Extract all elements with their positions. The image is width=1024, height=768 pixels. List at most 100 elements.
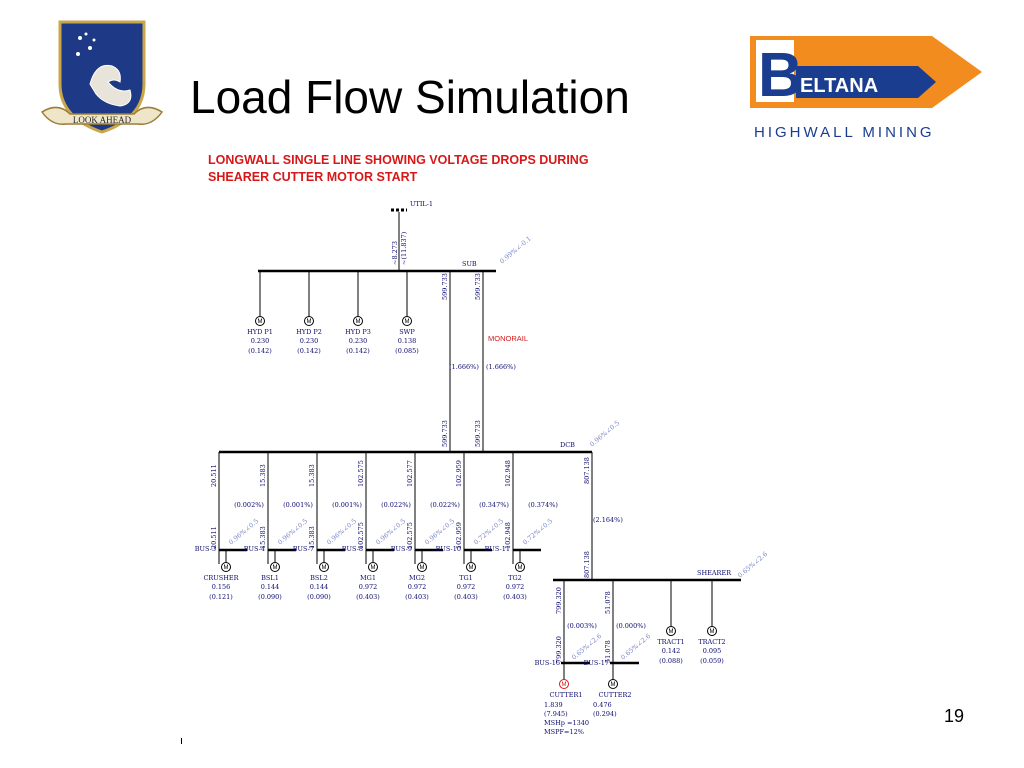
load-kvar-label: (0.142): [346, 347, 370, 355]
load-name-label: SWP: [399, 328, 415, 336]
branch-drop-label: (0.001%): [283, 501, 313, 509]
load-motor-icon: M: [255, 316, 265, 326]
branch-angle-label: 0.96%∠0.5: [276, 517, 309, 547]
branch-angle-label: 0.96%∠0.5: [325, 517, 358, 547]
load-name-label: HYD P2: [296, 328, 322, 336]
footer-mark: [181, 738, 182, 744]
motor-circle: [368, 562, 378, 572]
cutter-motor-icon: M: [559, 679, 569, 689]
branch-motor-kvar: (0.090): [258, 593, 282, 601]
motor-letter: M: [562, 682, 567, 688]
motor-circle: [466, 562, 476, 572]
traction-motor-kw: 0.142: [662, 647, 681, 655]
cutter-flow-label: 51.078: [604, 640, 612, 663]
load-name-label: HYD P3: [345, 328, 371, 336]
cutter-motor-name: CUTTER1: [549, 691, 582, 699]
cutter-motor-detail: 0.476: [593, 701, 612, 709]
load-kw-label: 0.138: [398, 337, 417, 345]
motor-letter: M: [611, 682, 616, 688]
page-number: 19: [943, 706, 964, 726]
load-kw-label: 0.230: [300, 337, 319, 345]
traction-motor-kw: 0.095: [703, 647, 722, 655]
traction-motor-name: TRACT1: [657, 638, 684, 646]
motor-letter: M: [371, 565, 376, 571]
branch-motor-kw: 0.972: [408, 583, 427, 591]
branch-flow-label: 15.383: [308, 464, 316, 487]
branch-flow-label: 15.383: [259, 526, 267, 549]
cutter-angle-label: 0.65%∠2.6: [619, 632, 652, 662]
branch-drop-label: (0.022%): [381, 501, 411, 509]
branch-flow-label: 102.948: [504, 460, 512, 487]
feeder-flow-label: 599.733: [474, 420, 482, 447]
branch-motor-kvar: (0.403): [454, 593, 478, 601]
util-flow-label: ~8.273: [391, 241, 399, 265]
branch-flow-label: 102.948: [504, 522, 512, 549]
motor-circle: [515, 562, 525, 572]
dcb-bus-name: DCB: [560, 441, 575, 449]
branch-motor-name: MG1: [360, 574, 376, 582]
cutter-flow-label: 799.320: [555, 636, 563, 663]
branch-motor-icon: M: [417, 562, 427, 572]
branch-bus-name: BUS-8: [342, 545, 363, 553]
brand-tagline: HIGHWALL MINING: [754, 124, 935, 141]
traction-motor-kvar: (0.088): [659, 657, 683, 665]
shearer-drop-label: (2.164%): [593, 516, 623, 524]
motor-circle: [304, 316, 314, 326]
branch-motor-name: MG2: [409, 574, 425, 582]
motor-circle: [270, 562, 280, 572]
load-motor-icon: M: [353, 316, 363, 326]
traction-motor-name: TRACT2: [698, 638, 725, 646]
cutter-motor-detail: 1.839: [544, 701, 563, 709]
cutter-bus-name: BUS-17: [584, 659, 609, 667]
cutter-motor-icon: M: [608, 679, 618, 689]
branch-drop-label: (0.022%): [430, 501, 460, 509]
motor-circle: [608, 679, 618, 689]
branch-motor-kw: 0.972: [457, 583, 476, 591]
load-motor-icon: M: [304, 316, 314, 326]
beltana-logo: B ELTANA: [750, 36, 982, 110]
branch-motor-name: BSL2: [310, 574, 328, 582]
cutter-drop-label: (0.000%): [616, 622, 646, 630]
branch-angle-label: 0.96%∠0.5: [227, 517, 260, 547]
motor-circle: [221, 562, 231, 572]
load-kvar-label: (0.142): [297, 347, 321, 355]
branch-angle-label: 0.96%∠0.5: [374, 517, 407, 547]
cutter-motor-name: CUTTER2: [598, 691, 631, 699]
motor-circle: [666, 626, 676, 636]
branch-flow-label: 102.575: [406, 522, 414, 549]
motor-letter: M: [224, 565, 229, 571]
branch-angle-label: 0.96%∠0.5: [423, 517, 456, 547]
dcb-bus-angle: 0.96%∠0.5: [588, 419, 621, 449]
motor-letter: M: [420, 565, 425, 571]
shearer-bus-name: SHEARER: [697, 569, 732, 577]
branch-bus-name: BUS-7: [293, 545, 314, 553]
motor-letter: M: [307, 319, 312, 325]
branch-motor-name: TG2: [508, 574, 522, 582]
branch-bus-name: BUS-4: [244, 545, 265, 553]
branch-motor-kw: 0.972: [506, 583, 525, 591]
branch-motor-icon: M: [368, 562, 378, 572]
load-kw-label: 0.230: [251, 337, 270, 345]
branch-motor-icon: M: [515, 562, 525, 572]
motor-circle: [402, 316, 412, 326]
motor-letter: M: [322, 565, 327, 571]
cutter-flow-label: 799.320: [555, 587, 563, 614]
cutter-motor-detail: MSPF=12%: [544, 728, 584, 736]
sub-bus-angle: 0.99%∠-0.1: [498, 235, 533, 266]
branch-flow-label: 20.511: [210, 464, 218, 487]
branch-motor-kw: 0.144: [261, 583, 280, 591]
shearer-flow-label: 807.138: [583, 457, 591, 484]
cutter-motor-detail: MSHp =1340: [544, 719, 589, 727]
cutter-motor-detail: (7.945): [544, 710, 568, 718]
cutter-drop-label: (0.003%): [567, 622, 597, 630]
motor-letter: M: [469, 565, 474, 571]
shearer-bus-angle: 0.65%∠2.6: [736, 550, 769, 580]
motor-letter: M: [273, 565, 278, 571]
motor-circle: [707, 626, 717, 636]
branch-angle-label: 0.72%∠0.5: [521, 517, 554, 547]
load-kvar-label: (0.085): [395, 347, 419, 355]
motor-circle: [255, 316, 265, 326]
cutter-motor-detail: (0.294): [593, 710, 617, 718]
motor-circle: [559, 679, 569, 689]
